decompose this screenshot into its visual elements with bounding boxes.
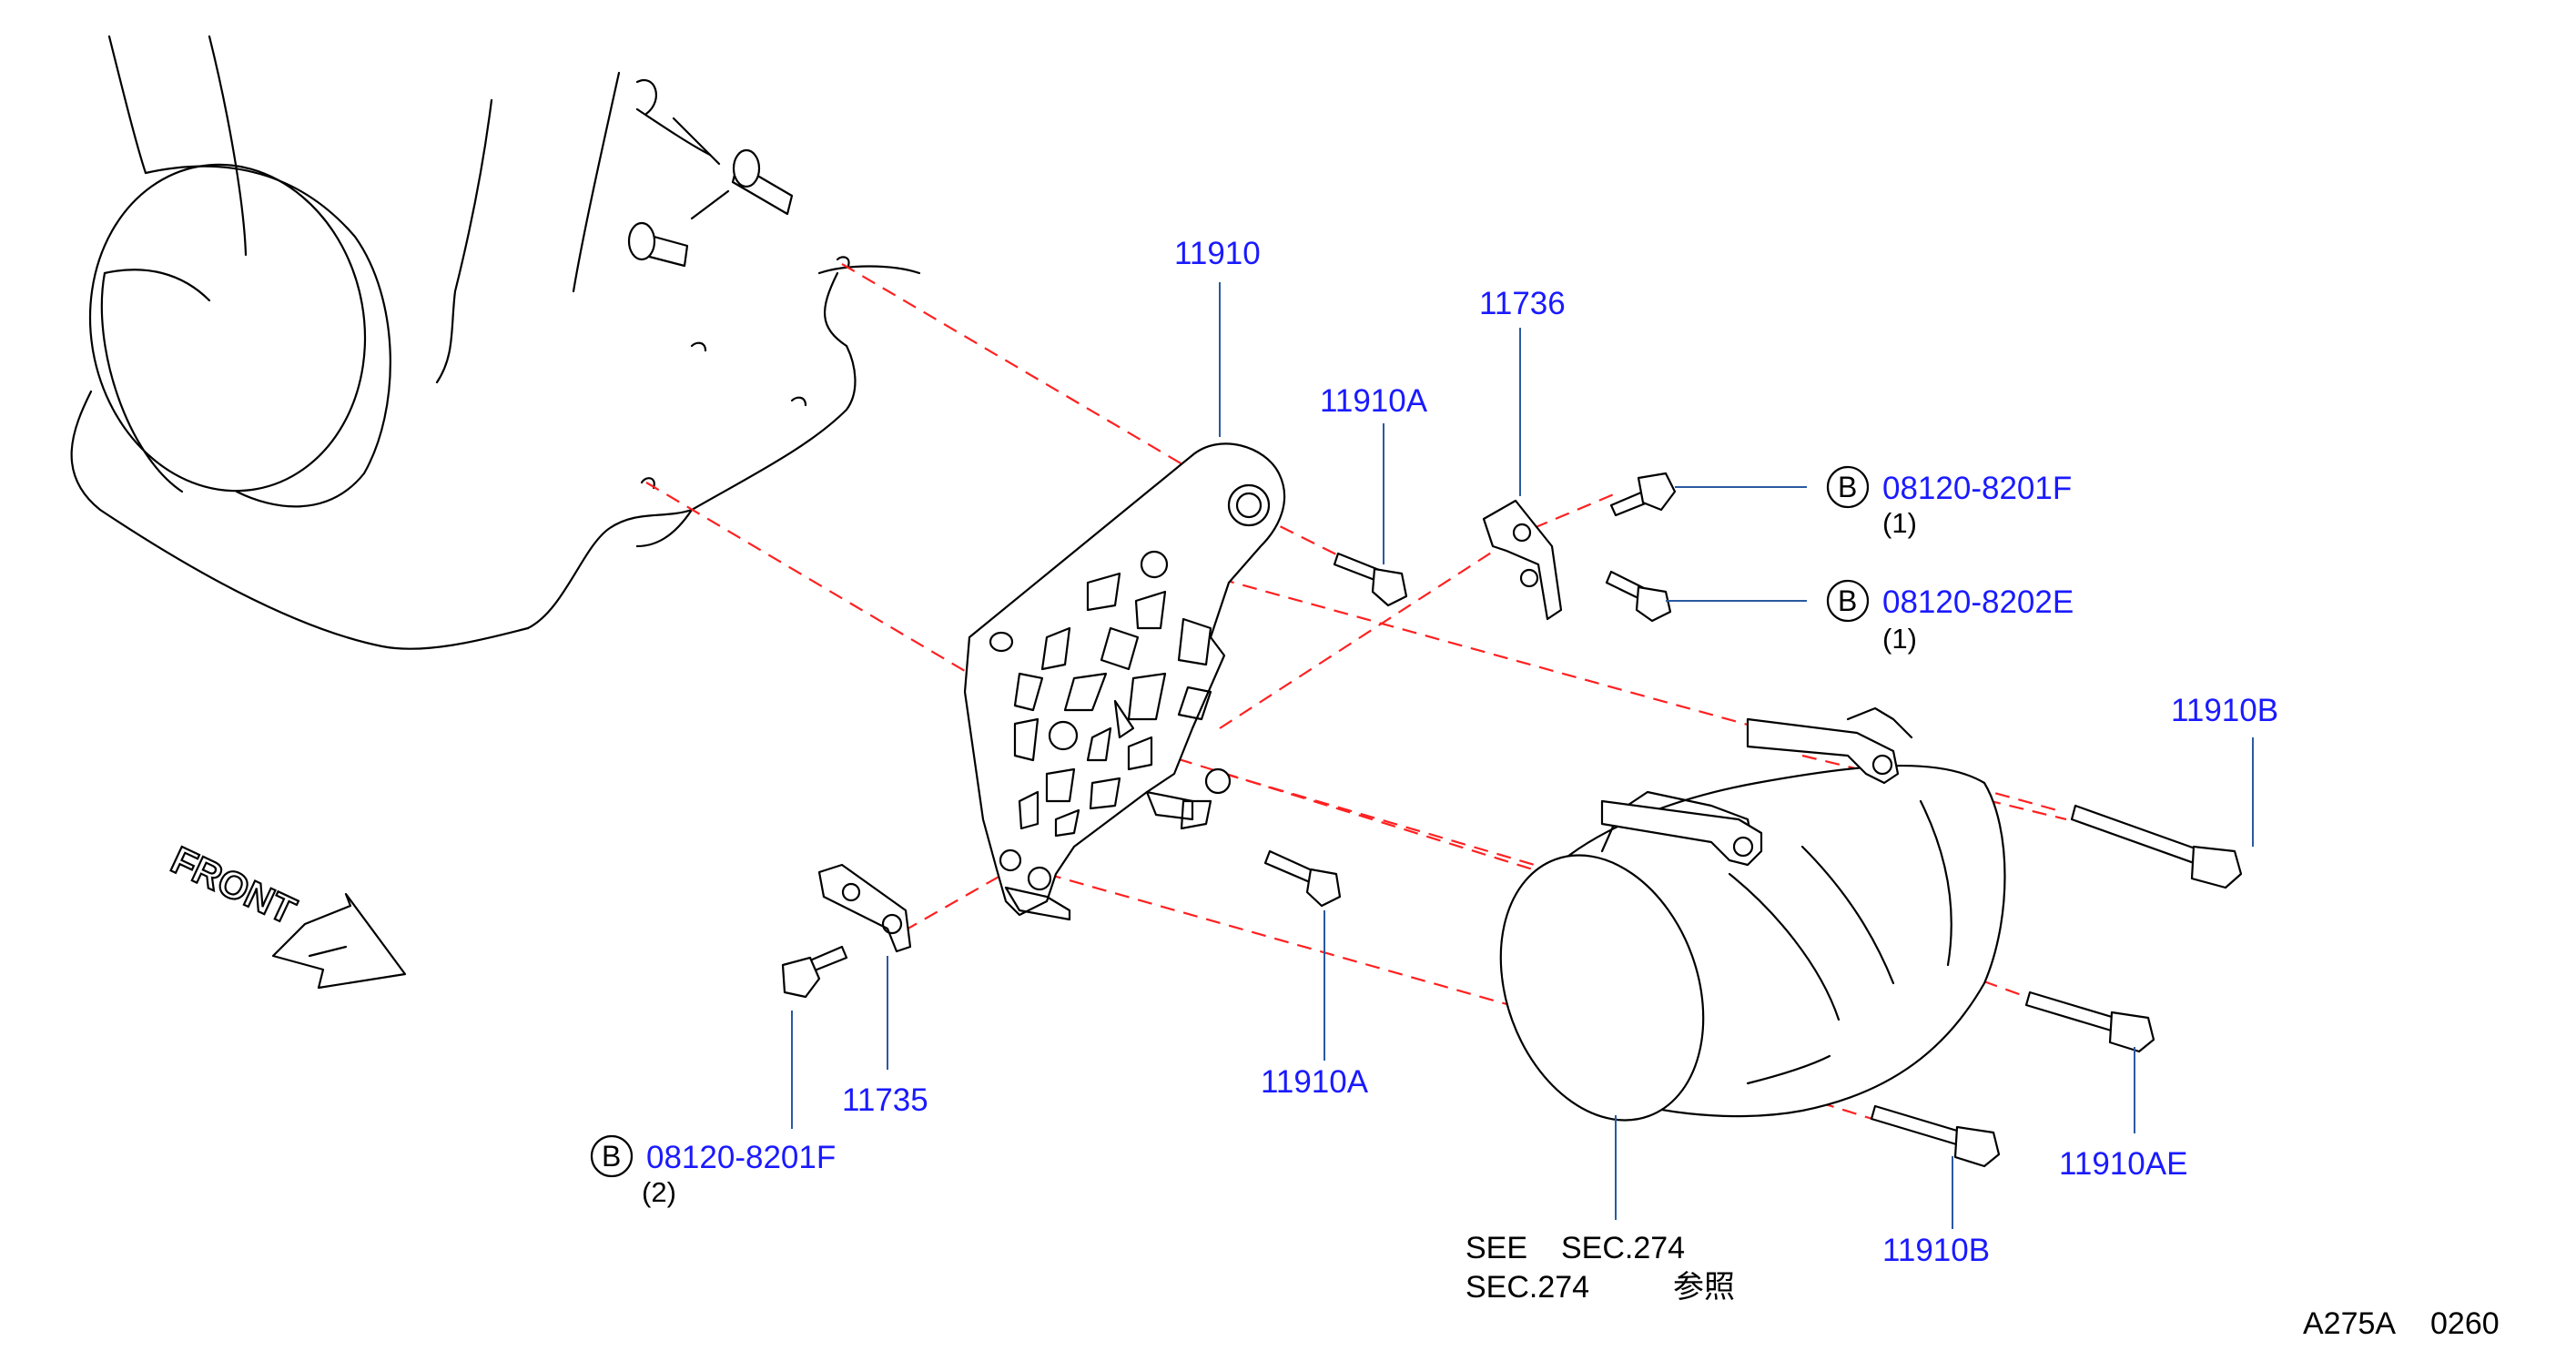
label-11910ae: 11910AE [2059, 1146, 2187, 1182]
front-label: FRONT [165, 838, 302, 933]
see-note-line2-b: 参照 [1673, 1270, 1735, 1305]
leader-lines [791, 282, 2254, 1229]
compressor-bracket [963, 442, 1286, 921]
bolt-11910b-long [2070, 804, 2243, 889]
qty-1: (1) [1882, 507, 1917, 539]
stud-bracket [1482, 499, 1563, 621]
label-11910a-bottom: 11910A [1261, 1064, 1369, 1100]
b-marker-2 [1826, 579, 1870, 623]
label-11910b-right: 11910B [2171, 693, 2278, 728]
see-note-line2-a: SEC.274 [1465, 1270, 1589, 1305]
label-08120-8202e: 08120-8202E [1882, 584, 2074, 620]
bolt-11910a-top [1333, 552, 1408, 607]
label-11910b-bottom: 11910B [1882, 1233, 1990, 1268]
footer-number: 0260 [2430, 1306, 2500, 1341]
bolt-08120-8201f-top [1609, 472, 1677, 517]
label-08120-8201f-bottom: 08120-8201F [646, 1140, 836, 1175]
engine-block [70, 35, 921, 650]
ac-compressor [1499, 706, 2006, 1122]
qty-3: (2) [642, 1176, 676, 1208]
qty-2: (1) [1882, 623, 1917, 655]
front-direction-arrow: FRONT [164, 837, 407, 990]
bolt-11910ae [2024, 990, 2155, 1053]
see-note-line1-a: SEE [1465, 1231, 1527, 1265]
b-marker-3 [590, 1134, 634, 1178]
label-11736: 11736 [1479, 286, 1566, 321]
bolt-08120-8202e [1605, 570, 1672, 623]
b-letter-2: B [1838, 584, 1857, 617]
label-08120-8201f-top: 08120-8201F [1882, 471, 2072, 506]
label-11735: 11735 [842, 1082, 928, 1118]
bolt-11910b-bottom [1870, 1104, 2001, 1168]
b-letter-1: B [1838, 471, 1857, 503]
label-11910a-top: 11910A [1320, 383, 1428, 419]
small-bracket [817, 863, 912, 953]
b-marker-1 [1826, 465, 1870, 509]
b-letter-3: B [602, 1140, 621, 1173]
see-note-line1-b: SEC.274 [1561, 1231, 1685, 1265]
bolt-11910a-bottom [1263, 849, 1342, 908]
bolt-08120-8201f-bottom [781, 945, 848, 999]
footer-code: A275A [2303, 1306, 2396, 1341]
label-11910: 11910 [1174, 236, 1261, 271]
